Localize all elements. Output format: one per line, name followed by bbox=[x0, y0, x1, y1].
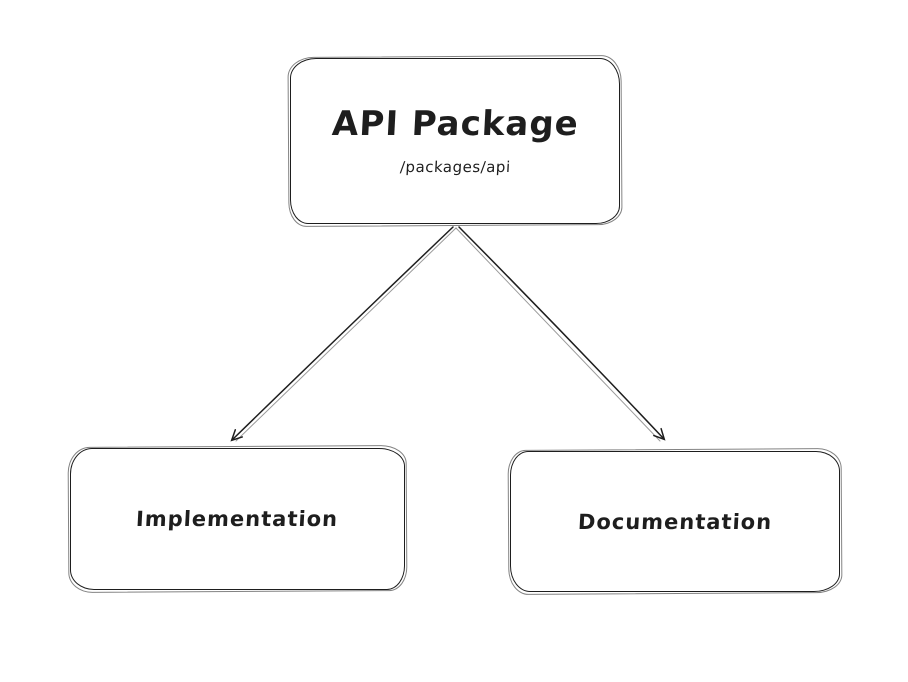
arrow-api-to-implementation bbox=[230, 226, 454, 442]
implementation-label: Implementation bbox=[135, 507, 340, 531]
api-package-node: API Package /packages/api bbox=[290, 58, 620, 224]
arrow-api-to-documentation-overdraw bbox=[455, 227, 661, 442]
documentation-node: Documentation bbox=[510, 451, 840, 592]
documentation-label: Documentation bbox=[577, 509, 773, 534]
api-package-title: API Package bbox=[330, 104, 580, 145]
arrow-api-to-documentation bbox=[458, 226, 666, 441]
arrow-api-to-implementation-overdraw bbox=[235, 227, 457, 442]
api-package-path: /packages/api bbox=[399, 157, 511, 176]
implementation-node: Implementation bbox=[70, 448, 405, 590]
